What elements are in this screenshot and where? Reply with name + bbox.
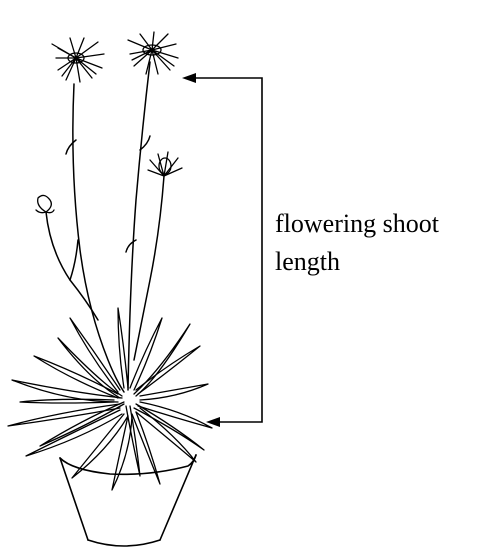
shoot-length-label: flowering shoot length bbox=[275, 205, 475, 281]
flower-bud-closed bbox=[36, 195, 54, 212]
label-line-1: flowering shoot bbox=[275, 205, 475, 243]
flower-stems bbox=[46, 62, 164, 392]
arrow-head-top bbox=[182, 73, 196, 83]
shoot-length-arrow bbox=[194, 78, 262, 422]
flower-head-left bbox=[52, 38, 104, 82]
flower-head-right bbox=[128, 32, 178, 74]
label-line-2: length bbox=[275, 243, 475, 281]
leaf-rosette bbox=[8, 308, 212, 490]
flower-bud-opening bbox=[148, 152, 182, 176]
